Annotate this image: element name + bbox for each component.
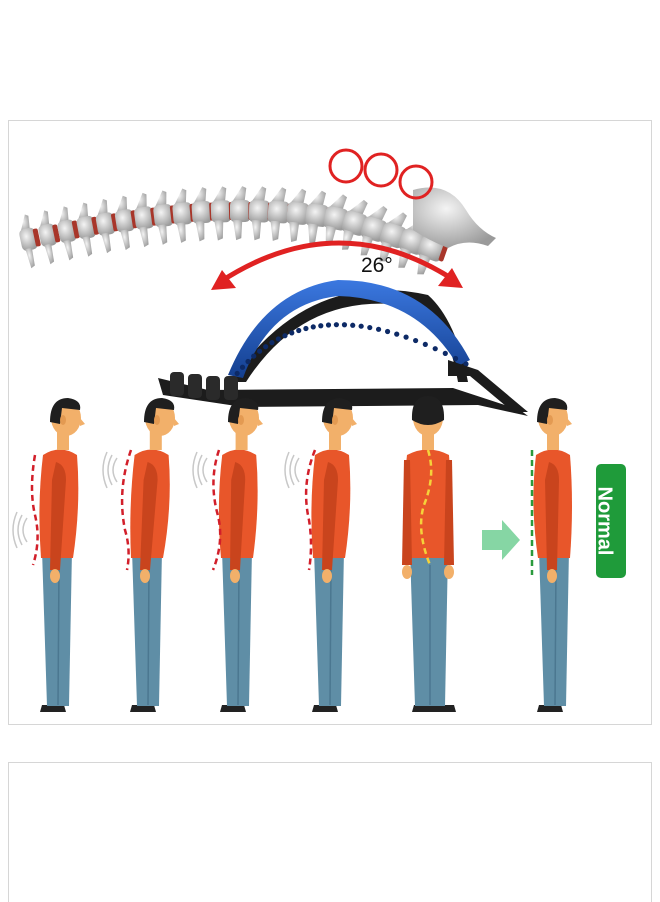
vertebra: [57, 206, 80, 261]
arm: [50, 462, 66, 570]
posture-figure: [12, 398, 85, 712]
pain-wave: [289, 454, 295, 486]
hand: [140, 569, 150, 583]
highlight-circle: [398, 164, 434, 200]
pain-wave: [192, 451, 198, 489]
spine-alignment-line: [419, 449, 433, 566]
hair: [228, 398, 259, 424]
pants: [42, 550, 72, 706]
pants: [539, 550, 569, 706]
posture-figure: [530, 398, 572, 712]
pain-wave: [22, 517, 28, 543]
posture-figure: [402, 396, 456, 712]
pain-wave: [17, 514, 23, 546]
pants: [222, 550, 252, 706]
normal-badge-label: Normal: [594, 487, 616, 556]
pants: [410, 550, 448, 706]
arrow-head-right: [438, 268, 463, 288]
back-stretcher: [158, 280, 528, 416]
acupressure-spikes: [229, 322, 469, 383]
pain-wave: [12, 511, 18, 549]
hair: [144, 398, 175, 424]
arm: [140, 462, 158, 570]
vertebra: [134, 192, 158, 248]
arm: [545, 462, 559, 570]
highlight-circle: [363, 152, 399, 188]
vertebra: [19, 214, 41, 269]
pain-wave: [107, 454, 113, 486]
shoe: [220, 705, 246, 712]
arm: [322, 462, 338, 570]
hand: [322, 569, 332, 583]
hair: [411, 396, 445, 425]
shoe: [130, 705, 156, 712]
pain-wave: [112, 457, 118, 483]
vertebra: [210, 186, 235, 241]
spine-alignment-line: [304, 449, 317, 571]
arrow-head-left: [211, 270, 236, 290]
posture-figures: [12, 396, 572, 712]
shoe: [430, 705, 456, 712]
spine-illustration: [19, 186, 496, 275]
posture-figure: [284, 398, 357, 712]
posture-correction-illustration: 26° Normal: [12, 148, 626, 712]
shirt: [404, 449, 451, 558]
vertebra: [114, 195, 138, 250]
shoe: [312, 705, 338, 712]
spine-alignment-line: [30, 454, 39, 566]
hair: [50, 398, 81, 424]
posture-figure: [192, 398, 263, 712]
sacrum: [413, 187, 496, 248]
highlight-circle: [328, 148, 364, 184]
highlight-circles: [328, 148, 434, 200]
angle-label: 26°: [361, 254, 393, 277]
vertebra: [38, 210, 61, 265]
hand: [547, 569, 557, 583]
vertebra: [95, 199, 119, 254]
spine-alignment-line: [211, 449, 222, 571]
pain-wave: [102, 451, 108, 489]
spine-alignment-line: [120, 449, 133, 571]
lower-panel: [8, 762, 652, 902]
pain-wave: [284, 451, 290, 489]
normal-badge: Normal: [594, 464, 626, 578]
vertebra: [76, 202, 100, 257]
pain-wave: [294, 457, 300, 483]
arm: [230, 462, 246, 570]
hand: [230, 569, 240, 583]
shoe: [537, 705, 563, 712]
hair: [537, 398, 568, 424]
hair: [322, 398, 353, 424]
posture-figure: [102, 398, 179, 712]
pain-wave: [202, 457, 208, 483]
shoe: [40, 705, 66, 712]
hand: [50, 569, 60, 583]
angle-arrow: [211, 240, 463, 290]
transition-arrow: [482, 520, 520, 560]
pants: [314, 550, 344, 706]
pants: [132, 550, 162, 706]
pain-wave: [197, 454, 203, 486]
